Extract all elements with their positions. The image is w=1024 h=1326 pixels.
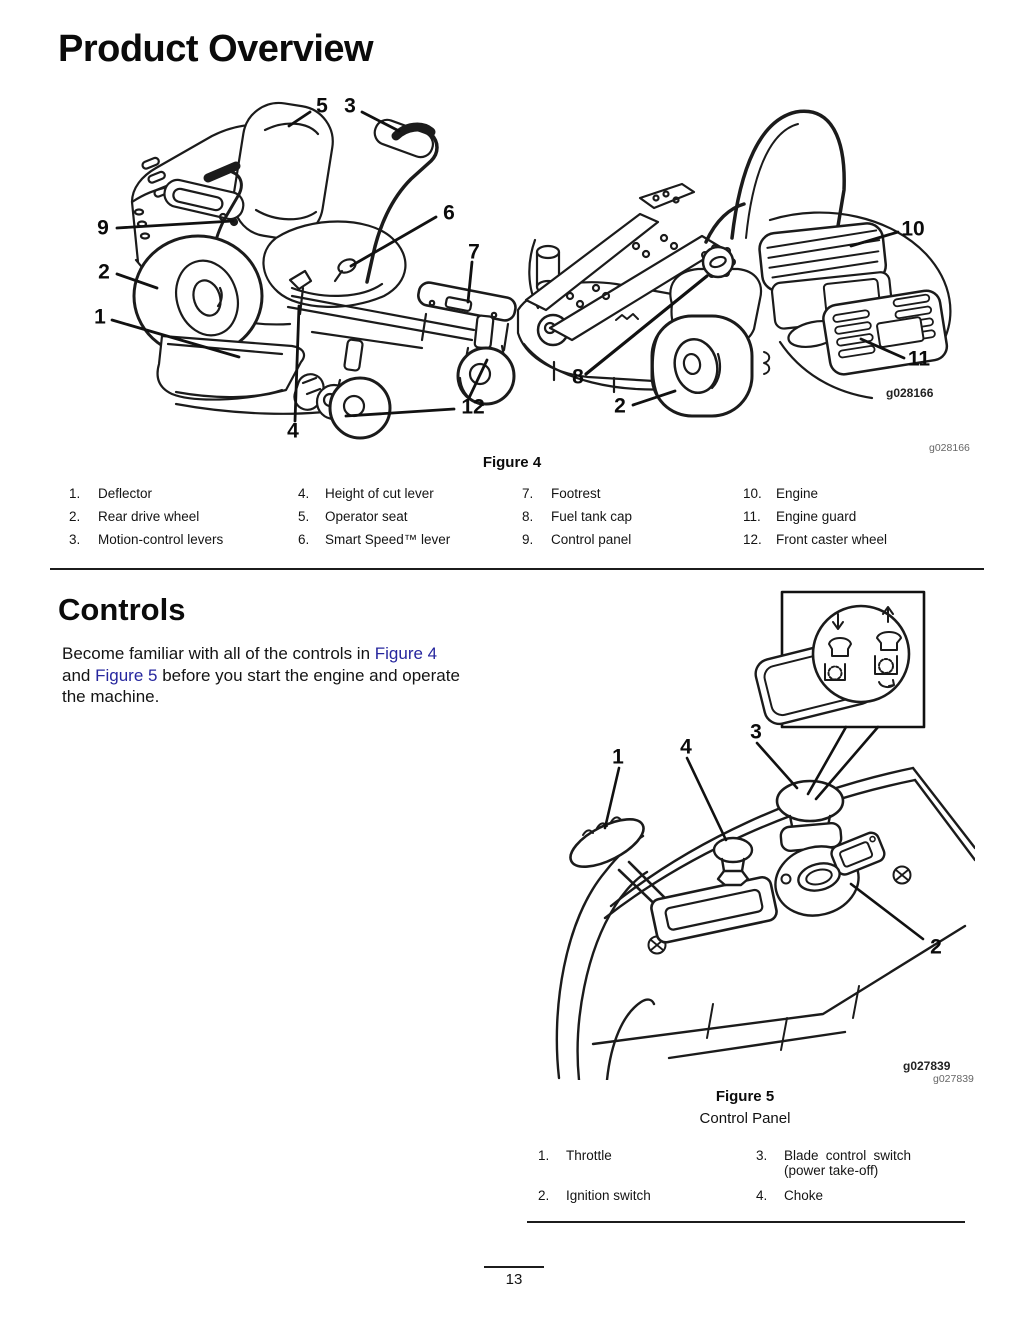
figure4-callout-deflector: 1 <box>94 305 106 329</box>
legend-label: Operator seat <box>325 509 408 525</box>
legend-label: Blade control switch(power take-off) <box>784 1148 912 1178</box>
page-title: Product Overview <box>58 28 374 70</box>
figure4-callout-fuel-tank-cap: 8 <box>572 365 584 389</box>
legend-label: Engine <box>776 486 819 501</box>
legend-label: Choke <box>784 1188 824 1203</box>
controls-paragraph-line2: and Figure 5 before you start the engine… <box>62 665 460 687</box>
figure4-callout-rear-drive-wheel: 2 <box>98 260 110 284</box>
controls-paragraph: Become familiar with all of the controls… <box>62 643 460 708</box>
figure4-callout-rear-drive-wheel-2: 2 <box>614 394 626 418</box>
figure4-front-view-art <box>130 101 517 440</box>
legend-item: 9.Control panel <box>522 532 632 555</box>
figure4-leader-lines <box>110 110 906 423</box>
legend-label: Motion-control levers <box>98 532 224 548</box>
figure4-callout-control-panel: 9 <box>97 216 109 240</box>
figure4-image-code-margin: g028166 <box>929 442 970 454</box>
figure5-image-code-margin: g027839 <box>933 1073 974 1085</box>
legend-item: 5.Operator seat <box>298 509 450 532</box>
page-footer-rule <box>484 1266 544 1268</box>
legend-label: Deflector <box>98 486 153 501</box>
figure4-legend-col4: 10.Engine 11.Engine guard 12.Front caste… <box>743 486 887 556</box>
figure4-callout-operator-seat: 5 <box>316 94 328 118</box>
legend-item: 7.Footrest <box>522 486 632 509</box>
figure4-legend-col2: 4.Height of cut lever 5.Operator seat 6.… <box>298 486 450 556</box>
figure4-link[interactable]: Figure 4 <box>374 644 438 663</box>
paragraph-text: Become familiar with all of the controls… <box>62 644 375 663</box>
legend-label: Throttle <box>566 1148 612 1163</box>
legend-item: 2.Ignition switch <box>538 1188 651 1203</box>
figure4-rear-view-art <box>516 109 952 418</box>
figure5-image-code: g027839 <box>903 1059 951 1073</box>
figure5-legend-divider <box>527 1221 965 1223</box>
legend-item: 1.Throttle <box>538 1148 612 1163</box>
figure4-callout-front-caster-wheel: 12 <box>461 395 485 419</box>
figure4-drawing <box>110 101 952 440</box>
legend-label: Engine guard <box>776 509 857 525</box>
legend-item: 4.Height of cut lever <box>298 486 450 509</box>
figure5-callout-ignition-switch: 2 <box>930 935 942 959</box>
figure4-callout-footrest: 7 <box>468 240 480 264</box>
figure5-callout-blade-control-switch: 3 <box>750 720 762 744</box>
figure4-callout-engine-guard: 11 <box>907 347 931 371</box>
legend-item: 2.Rear drive wheel <box>69 509 223 532</box>
legend-label: Smart Speed™ lever <box>325 532 451 548</box>
legend-item: 1.Deflector <box>69 486 223 509</box>
figure4-legend-col3: 7.Footrest 8.Fuel tank cap 9.Control pan… <box>522 486 632 556</box>
figure4-callout-smart-speed-lever: 6 <box>443 201 455 225</box>
figure5-console-art <box>555 766 975 1080</box>
controls-heading: Controls <box>58 592 186 627</box>
legend-label: Height of cut lever <box>325 486 434 501</box>
legend-item: 4.Choke <box>756 1188 824 1203</box>
legend-item: 6.Smart Speed™ lever <box>298 532 450 555</box>
legend-label: Front caster wheel <box>776 532 888 548</box>
paragraph-text: and <box>62 665 96 685</box>
section-divider <box>50 568 984 570</box>
legend-label: Footrest <box>551 486 601 501</box>
legend-item: 11.Engine guard <box>743 509 887 532</box>
legend-label: Fuel tank cap <box>551 509 633 525</box>
figure4-callout-height-of-cut-lever: 4 <box>287 419 299 443</box>
figure4-caption: Figure 4 <box>482 454 542 471</box>
legend-label: Rear drive wheel <box>98 509 200 525</box>
legend-label: Control panel <box>551 532 632 548</box>
figure4-callout-engine: 10 <box>901 217 925 241</box>
figure4-image-code: g028166 <box>886 386 934 400</box>
figure5-callout-throttle: 1 <box>612 745 624 769</box>
legend-item: 3. Blade control switch(power take-off) <box>756 1148 912 1178</box>
figure4-callout-motion-control-levers: 3 <box>344 94 356 118</box>
legend-item: 12.Front caster wheel <box>743 532 887 555</box>
figure5-callout-choke: 4 <box>680 735 692 759</box>
legend-item: 10.Engine <box>743 486 887 509</box>
legend-item: 8.Fuel tank cap <box>522 509 632 532</box>
figure5-leader-lines <box>603 741 925 941</box>
figure5-inset-detail <box>754 590 926 801</box>
page-number: 13 <box>505 1271 523 1288</box>
figure4-legend-col1: 1.Deflector 2.Rear drive wheel 3.Motion-… <box>69 486 223 556</box>
figure5-subcaption: Control Panel <box>699 1110 791 1127</box>
paragraph-text: the machine. <box>62 687 160 707</box>
figure5-link[interactable]: Figure 5 <box>95 665 158 685</box>
figure5-drawing <box>555 590 975 1080</box>
controls-paragraph-line1: Become familiar with all of the controls… <box>62 643 460 665</box>
paragraph-text: before you start the engine and operate <box>157 665 460 685</box>
legend-item: 3.Motion-control levers <box>69 532 223 555</box>
figure5-caption: Figure 5 <box>715 1088 775 1105</box>
legend-label: Ignition switch <box>566 1188 651 1203</box>
controls-paragraph-line3: the machine. <box>62 686 460 708</box>
